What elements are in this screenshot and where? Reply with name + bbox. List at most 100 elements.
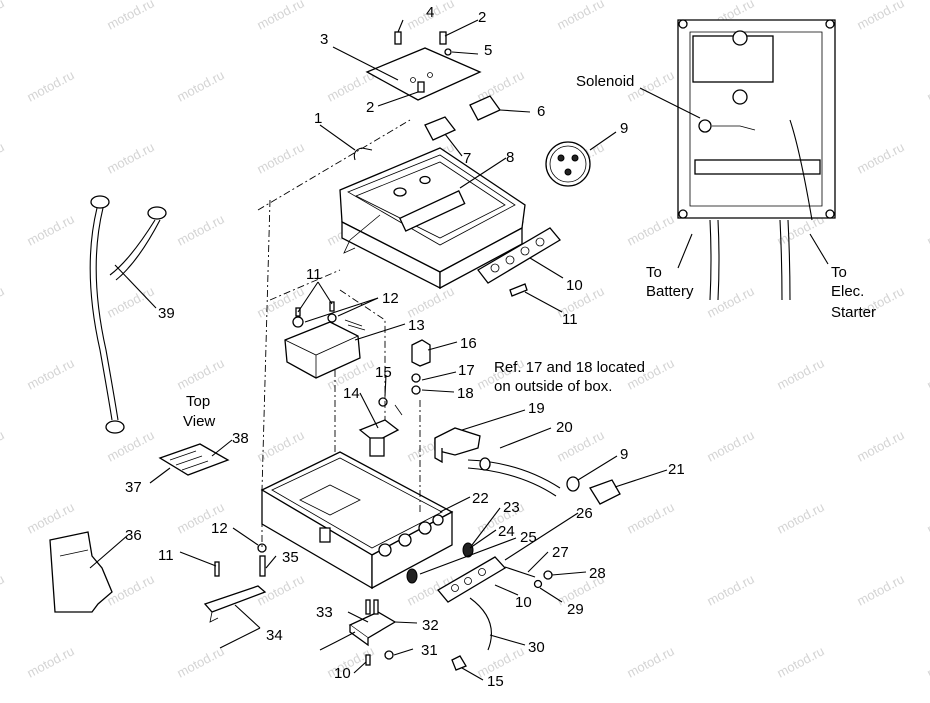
mount-36	[49, 531, 113, 613]
callout: 28	[589, 565, 606, 582]
washer-29	[533, 579, 543, 589]
callout: 3	[320, 31, 328, 48]
callout: 17	[458, 362, 475, 379]
callout: 33	[316, 604, 333, 621]
wire-1	[353, 147, 373, 161]
callout: 2	[478, 9, 486, 26]
watermark-text: motod.ru	[0, 0, 7, 33]
callout: 15	[375, 364, 392, 381]
watermark-text: motod.ru	[924, 355, 930, 392]
callout: 29	[567, 601, 584, 618]
callout: 35	[282, 549, 299, 566]
screw-11-lower	[214, 561, 220, 577]
callout: 6	[537, 103, 545, 120]
solenoid-14	[358, 397, 403, 457]
watermark-text: motod.ru	[24, 211, 76, 248]
terminal-16	[411, 339, 431, 395]
watermark-text: motod.ru	[704, 427, 756, 464]
callout: 4	[426, 4, 434, 21]
reference-note: on outside of box.	[494, 378, 612, 395]
to-battery-label: To	[646, 264, 662, 281]
watermark-text: motod.ru	[24, 643, 76, 680]
watermark-text: motod.ru	[554, 0, 606, 33]
callout: 12	[211, 520, 228, 537]
wire-26	[504, 566, 536, 578]
watermark-text: motod.ru	[854, 571, 906, 608]
callout: 18	[457, 385, 474, 402]
text-labels: Solenoid To Battery To Elec. Starter Ref…	[183, 73, 876, 430]
watermark-text: motod.ru	[254, 139, 306, 176]
callout: 20	[556, 419, 573, 436]
washer-28	[543, 570, 553, 580]
wire-30	[469, 597, 492, 651]
watermark-text: motod.ru	[624, 643, 676, 680]
watermark-text: motod.ru	[104, 0, 156, 33]
callout: 9	[620, 120, 628, 137]
washer-12-lower	[257, 543, 267, 553]
leader-lines	[89, 19, 668, 681]
screw-35	[259, 555, 266, 577]
watermark-text: motod.ru	[704, 283, 756, 320]
reference-note: Ref. 17 and 18 located	[494, 359, 645, 376]
callout: 24	[498, 523, 515, 540]
callout: 22	[472, 490, 489, 507]
bracket-34	[203, 585, 267, 623]
lead-wires	[709, 219, 791, 301]
callout: 21	[668, 461, 685, 478]
watermark-text: motod.ru	[104, 283, 156, 320]
watermark-text: motod.ru	[774, 643, 826, 680]
screw-10-bottom	[365, 654, 371, 666]
watermark-text: motod.ru	[774, 355, 826, 392]
callout: 37	[125, 479, 142, 496]
top-view-label: Top	[186, 393, 210, 410]
callout: 11	[306, 266, 322, 283]
callout: 11	[158, 547, 174, 564]
starter-leader	[809, 233, 829, 265]
battery-cable	[89, 195, 167, 434]
callout: 36	[125, 527, 142, 544]
watermark-text: motod.ru	[174, 355, 226, 392]
watermark-text: motod.ru	[0, 283, 7, 320]
watermark-text: motod.ru	[24, 67, 76, 104]
callout: 11	[562, 311, 578, 328]
boot-21	[589, 479, 621, 505]
watermark-text: motod.ru	[624, 499, 676, 536]
to-battery-label: Battery	[646, 283, 694, 300]
watermark-text: motod.ru	[404, 283, 456, 320]
watermark-text: motod.ru	[104, 139, 156, 176]
callout: 5	[484, 42, 492, 59]
watermark-text: motod.ru	[704, 571, 756, 608]
watermark-text: motod.ru	[0, 427, 7, 464]
callout: 13	[408, 317, 425, 334]
control-box-top	[677, 19, 836, 221]
terminal-15-bottom	[451, 655, 467, 671]
watermark-text: motod.ru	[254, 427, 306, 464]
callout: 7	[463, 150, 471, 167]
cover-plate	[365, 47, 482, 101]
callout: 32	[422, 617, 439, 634]
callout: 25	[520, 529, 537, 546]
watermark-text: motod.ru	[24, 355, 76, 392]
callout: 39	[158, 305, 175, 322]
watermark-text: motod.ru	[854, 427, 906, 464]
watermark-text: motod.ru	[854, 0, 906, 33]
watermark-text: motod.ru	[174, 67, 226, 104]
to-starter-label: Starter	[831, 304, 876, 321]
callout: 9	[620, 446, 628, 463]
callout: 10	[515, 594, 532, 611]
lower-box	[260, 451, 454, 590]
watermark-text: motod.ru	[0, 139, 7, 176]
callout: 14	[343, 385, 360, 402]
callout-numbers: 1 2 2 3 4 5 6 7 8 9 9 10 10 10 11 11 11 …	[125, 4, 685, 690]
callout: 31	[421, 642, 438, 659]
watermark-text: motod.ru	[924, 67, 930, 104]
callout: 27	[552, 544, 569, 561]
callout: 30	[528, 639, 545, 656]
callout: 1	[314, 110, 322, 127]
callout: 8	[506, 149, 514, 166]
watermark-text: motod.ru	[0, 571, 7, 608]
wire-10-bottom	[319, 631, 356, 651]
callout: 2	[366, 99, 374, 116]
